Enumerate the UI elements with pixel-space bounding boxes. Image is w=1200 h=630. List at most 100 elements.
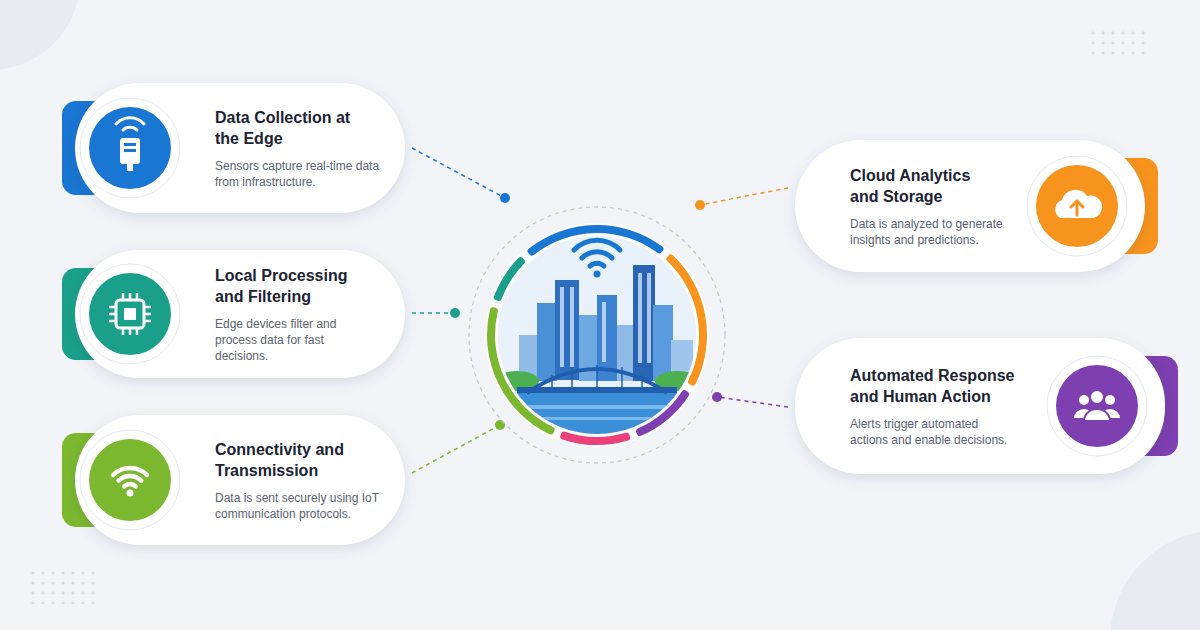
city-illustration (469, 207, 725, 463)
leader-line (717, 397, 788, 407)
step-icon (144, 313, 151, 316)
city-illustration (560, 287, 564, 367)
leader-dot (500, 193, 510, 203)
process-card: Connectivity and TransmissionData is sen… (75, 415, 405, 545)
step-icon (109, 320, 116, 323)
step-icon (1027, 156, 1127, 256)
city-illustration (596, 365, 598, 387)
card-text: Data Collection at the EdgeSensors captu… (215, 107, 380, 190)
step-icon (1079, 395, 1089, 405)
city-illustration (621, 367, 623, 387)
step-icon (129, 328, 132, 335)
process-card: Local Processing and FilteringEdge devic… (75, 250, 405, 378)
card-body: Sensors capture real-time data from infr… (215, 158, 380, 190)
leader-line (412, 148, 505, 198)
card-body: Data is analyzed to generate insights an… (850, 216, 1015, 248)
card-heading: Cloud Analytics and Storage (850, 165, 990, 207)
corner-decoration (0, 0, 80, 70)
card-text: Local Processing and FilteringEdge devic… (215, 265, 380, 364)
step-icon (123, 127, 137, 130)
city-illustration (537, 303, 557, 381)
card-heading: Data Collection at the Edge (215, 107, 355, 149)
city-illustration (517, 387, 677, 393)
city-illustration (497, 417, 697, 420)
step-icon (1071, 201, 1083, 207)
leader-dot (712, 392, 722, 402)
city-illustration (647, 273, 651, 363)
step-icon (144, 306, 151, 309)
process-card: Cloud Analytics and StorageData is analy… (795, 140, 1145, 272)
step-icon (75, 93, 185, 203)
card-body: Data is sent securely using IoT communic… (215, 490, 380, 522)
city-illustration (552, 365, 642, 387)
leader-line (412, 312, 455, 314)
leader-dot (450, 308, 460, 318)
corner-decoration (1085, 28, 1147, 60)
step-icon (124, 308, 136, 320)
leader-line (412, 425, 500, 473)
card-text: Connectivity and TransmissionData is sen… (215, 439, 380, 522)
step-icon (1055, 190, 1102, 218)
city-illustration (497, 235, 697, 435)
step-icon (80, 264, 180, 364)
step-icon (1105, 395, 1115, 405)
city-illustration (495, 235, 699, 443)
step-icon (129, 293, 132, 300)
card-text: Cloud Analytics and StorageData is analy… (850, 165, 1015, 248)
step-icon (89, 107, 171, 189)
city-illustration (487, 225, 707, 445)
city-illustration (497, 405, 697, 409)
corner-decoration (1110, 530, 1200, 630)
city-illustration (641, 375, 643, 387)
step-icon (113, 468, 147, 486)
step-icon (80, 430, 180, 530)
city-illustration (594, 271, 601, 278)
step-icon (80, 98, 180, 198)
step-icon (122, 293, 125, 300)
step-icon (109, 313, 116, 316)
step-icon (122, 328, 125, 335)
step-icon (116, 300, 144, 328)
step-icon (120, 138, 140, 164)
step-icon (124, 143, 136, 146)
city-illustration (555, 280, 579, 380)
step-icon (116, 118, 144, 130)
step-icon (127, 164, 133, 171)
card-heading: Local Processing and Filtering (215, 265, 365, 307)
card-body: Alerts trigger automated actions and ena… (850, 416, 1015, 448)
step-icon (75, 425, 185, 535)
step-icon (124, 484, 135, 486)
card-heading: Connectivity and Transmission (215, 439, 365, 481)
corner-decoration (28, 568, 100, 604)
card-text: Automated Response and Human ActionAlert… (850, 365, 1035, 448)
city-illustration (633, 265, 655, 381)
city-illustration (485, 223, 709, 447)
step-icon (136, 328, 139, 335)
city-illustration (469, 207, 725, 463)
step-icon (1056, 365, 1138, 447)
step-icon (109, 293, 151, 335)
leader-line (412, 148, 788, 473)
step-icon (75, 259, 185, 369)
step-icon (89, 439, 171, 521)
city-illustration (571, 367, 573, 387)
city-illustration (602, 302, 606, 362)
city-illustration (638, 273, 642, 363)
step-icon (1036, 165, 1118, 247)
city-illustration (574, 240, 620, 277)
process-card: Data Collection at the EdgeSensors captu… (75, 83, 405, 213)
step-icon (1042, 351, 1152, 461)
city-illustration (582, 252, 612, 258)
step-icon (127, 490, 134, 497)
step-icon (119, 476, 142, 481)
step-icon (136, 293, 139, 300)
step-icon (1090, 390, 1104, 404)
city-illustration (574, 240, 620, 250)
step-icon (113, 468, 147, 475)
step-icon (116, 118, 144, 124)
step-icon (144, 320, 151, 323)
card-body: Edge devices filter and process data for… (215, 316, 380, 364)
city-illustration (551, 375, 553, 387)
card-heading: Automated Response and Human Action (850, 365, 1035, 407)
